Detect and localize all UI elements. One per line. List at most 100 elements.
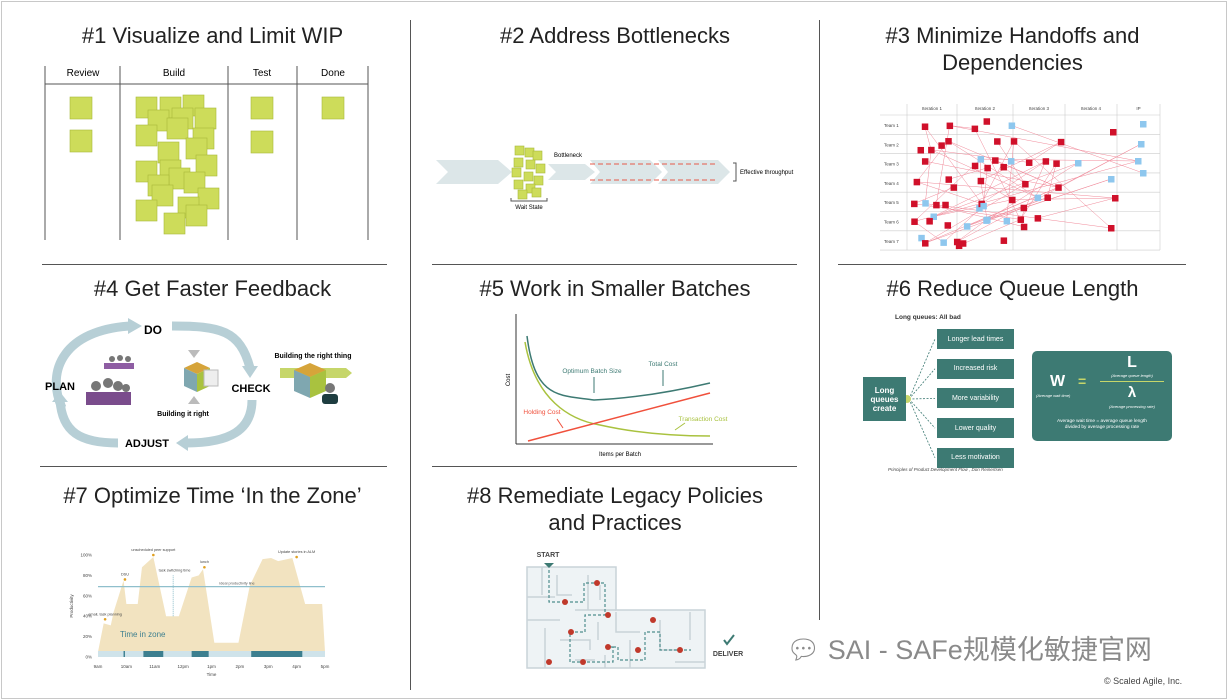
dependency-line (925, 149, 932, 204)
total-cost-label: Total Cost (649, 361, 678, 368)
panel-1-title: #1 Visualize and Limit WIP (81, 23, 344, 48)
red-card (1009, 196, 1016, 204)
batch-size-chart: Cost Items per Batch Optimum Batch Size … (506, 314, 728, 458)
time-in-zone-label: Time in zone (120, 630, 166, 639)
red-card (911, 218, 918, 225)
blue-card (1003, 217, 1011, 225)
blocker-dot (605, 644, 611, 650)
red-card (1108, 225, 1115, 232)
red-card (1010, 138, 1018, 145)
red-card (944, 222, 952, 229)
x-axis-label: Items per Batch (599, 452, 641, 458)
sticky-note (166, 117, 189, 140)
x-tick-label: 1pm (207, 664, 216, 669)
red-card (942, 201, 949, 209)
red-card (984, 164, 991, 172)
blue-card (976, 205, 983, 212)
plan-label: PLAN (45, 381, 75, 393)
dependency-line (1047, 163, 1057, 198)
dependency-line (987, 197, 1048, 220)
blocker-dot (568, 629, 574, 635)
dependency-line (978, 141, 1015, 209)
divider (40, 466, 387, 467)
annotation-label: unscheduled peer support (131, 548, 176, 552)
blue-card (1140, 121, 1147, 128)
dependency-line (914, 203, 1021, 220)
queues-heading: Long queues: All bad (895, 314, 961, 321)
row-header: Team 6 (884, 220, 899, 225)
x-tick-label: 3pm (264, 664, 273, 669)
do-label: DO (144, 323, 162, 337)
y-axis-label: Cost (506, 374, 512, 387)
blocker-dot (635, 647, 641, 653)
dependency-line (924, 160, 1059, 188)
transaction-cost-curve (524, 341, 711, 437)
panel-2-title: #2 Address Bottlenecks (500, 23, 730, 48)
dependency-line (956, 143, 1142, 242)
panel-4-title: #4 Get Faster Feedback (93, 276, 332, 301)
red-card (971, 162, 979, 170)
annotation-label: Update stories in ALM (278, 550, 315, 554)
red-card (983, 118, 991, 125)
sticky-note (194, 107, 217, 130)
annotation-label: email, task planning (88, 612, 122, 616)
red-card (1055, 184, 1062, 191)
dependency-line (924, 126, 984, 207)
red-card (945, 138, 952, 145)
dependency-line (935, 125, 950, 205)
dashed-arrow (908, 398, 936, 429)
watermark: 💬︎ SAI - SAFe规模化敏捷官网 (786, 635, 1152, 665)
l-label: (Average queue length) (1111, 373, 1153, 378)
effect-box: More variability (937, 388, 1014, 409)
title-line: Dependencies (942, 50, 1083, 75)
x-tick-label: 11am (149, 664, 160, 669)
blue-card (930, 213, 937, 221)
red-card (1110, 129, 1117, 136)
holding-cost-line (527, 392, 711, 442)
blocker-dot (546, 659, 552, 665)
product-cube-icon (280, 363, 352, 404)
dependency-line (956, 219, 988, 242)
blue-card (983, 217, 990, 224)
sticky-note (523, 171, 534, 182)
panel-6-title: #6 Reduce Queue Length (886, 276, 1139, 301)
dashed-arrow (908, 398, 936, 400)
annotation-marker (123, 578, 127, 581)
panel-5-title: #5 Work in Smaller Batches (479, 276, 751, 301)
bottleneck-diagram: Bottleneck Wait State Effective throughp… (436, 145, 794, 211)
blocker-dot (650, 617, 656, 623)
divider (432, 264, 797, 265)
dependency-line (933, 199, 1013, 217)
column-header: Iteration 3 (1029, 106, 1050, 111)
divider (42, 264, 387, 265)
wait-state-label: Wait State (515, 205, 543, 211)
deliver-label: DELIVER (713, 651, 743, 658)
annotation-marker (103, 617, 107, 621)
dependency-line (958, 219, 1021, 246)
sticky-note (525, 159, 536, 170)
ideal-line-label: ideal productivity line (219, 582, 254, 586)
equals-symbol: = (1078, 373, 1087, 389)
red-card (1020, 204, 1028, 212)
dependency-line (914, 160, 1139, 222)
row-header: Team 1 (884, 123, 899, 128)
dependency-line (948, 167, 988, 180)
red-card (917, 146, 925, 154)
red-card (1000, 237, 1008, 244)
dependency-line (1003, 166, 1026, 185)
red-card (1057, 138, 1065, 146)
formula-description: Average wait time = average queue length… (1032, 419, 1172, 431)
dependency-line (931, 149, 1038, 198)
blue-card (1075, 160, 1082, 167)
blue-card (940, 239, 947, 246)
dependency-line (983, 167, 988, 206)
blue-card (1140, 170, 1147, 177)
chevron (658, 160, 730, 184)
dependency-line (1012, 197, 1116, 200)
sticky-note (163, 212, 186, 235)
productivity-chart: ideal productivity line0%20%40%60%80%100… (69, 548, 330, 677)
source-text: Long queues create (870, 385, 899, 413)
